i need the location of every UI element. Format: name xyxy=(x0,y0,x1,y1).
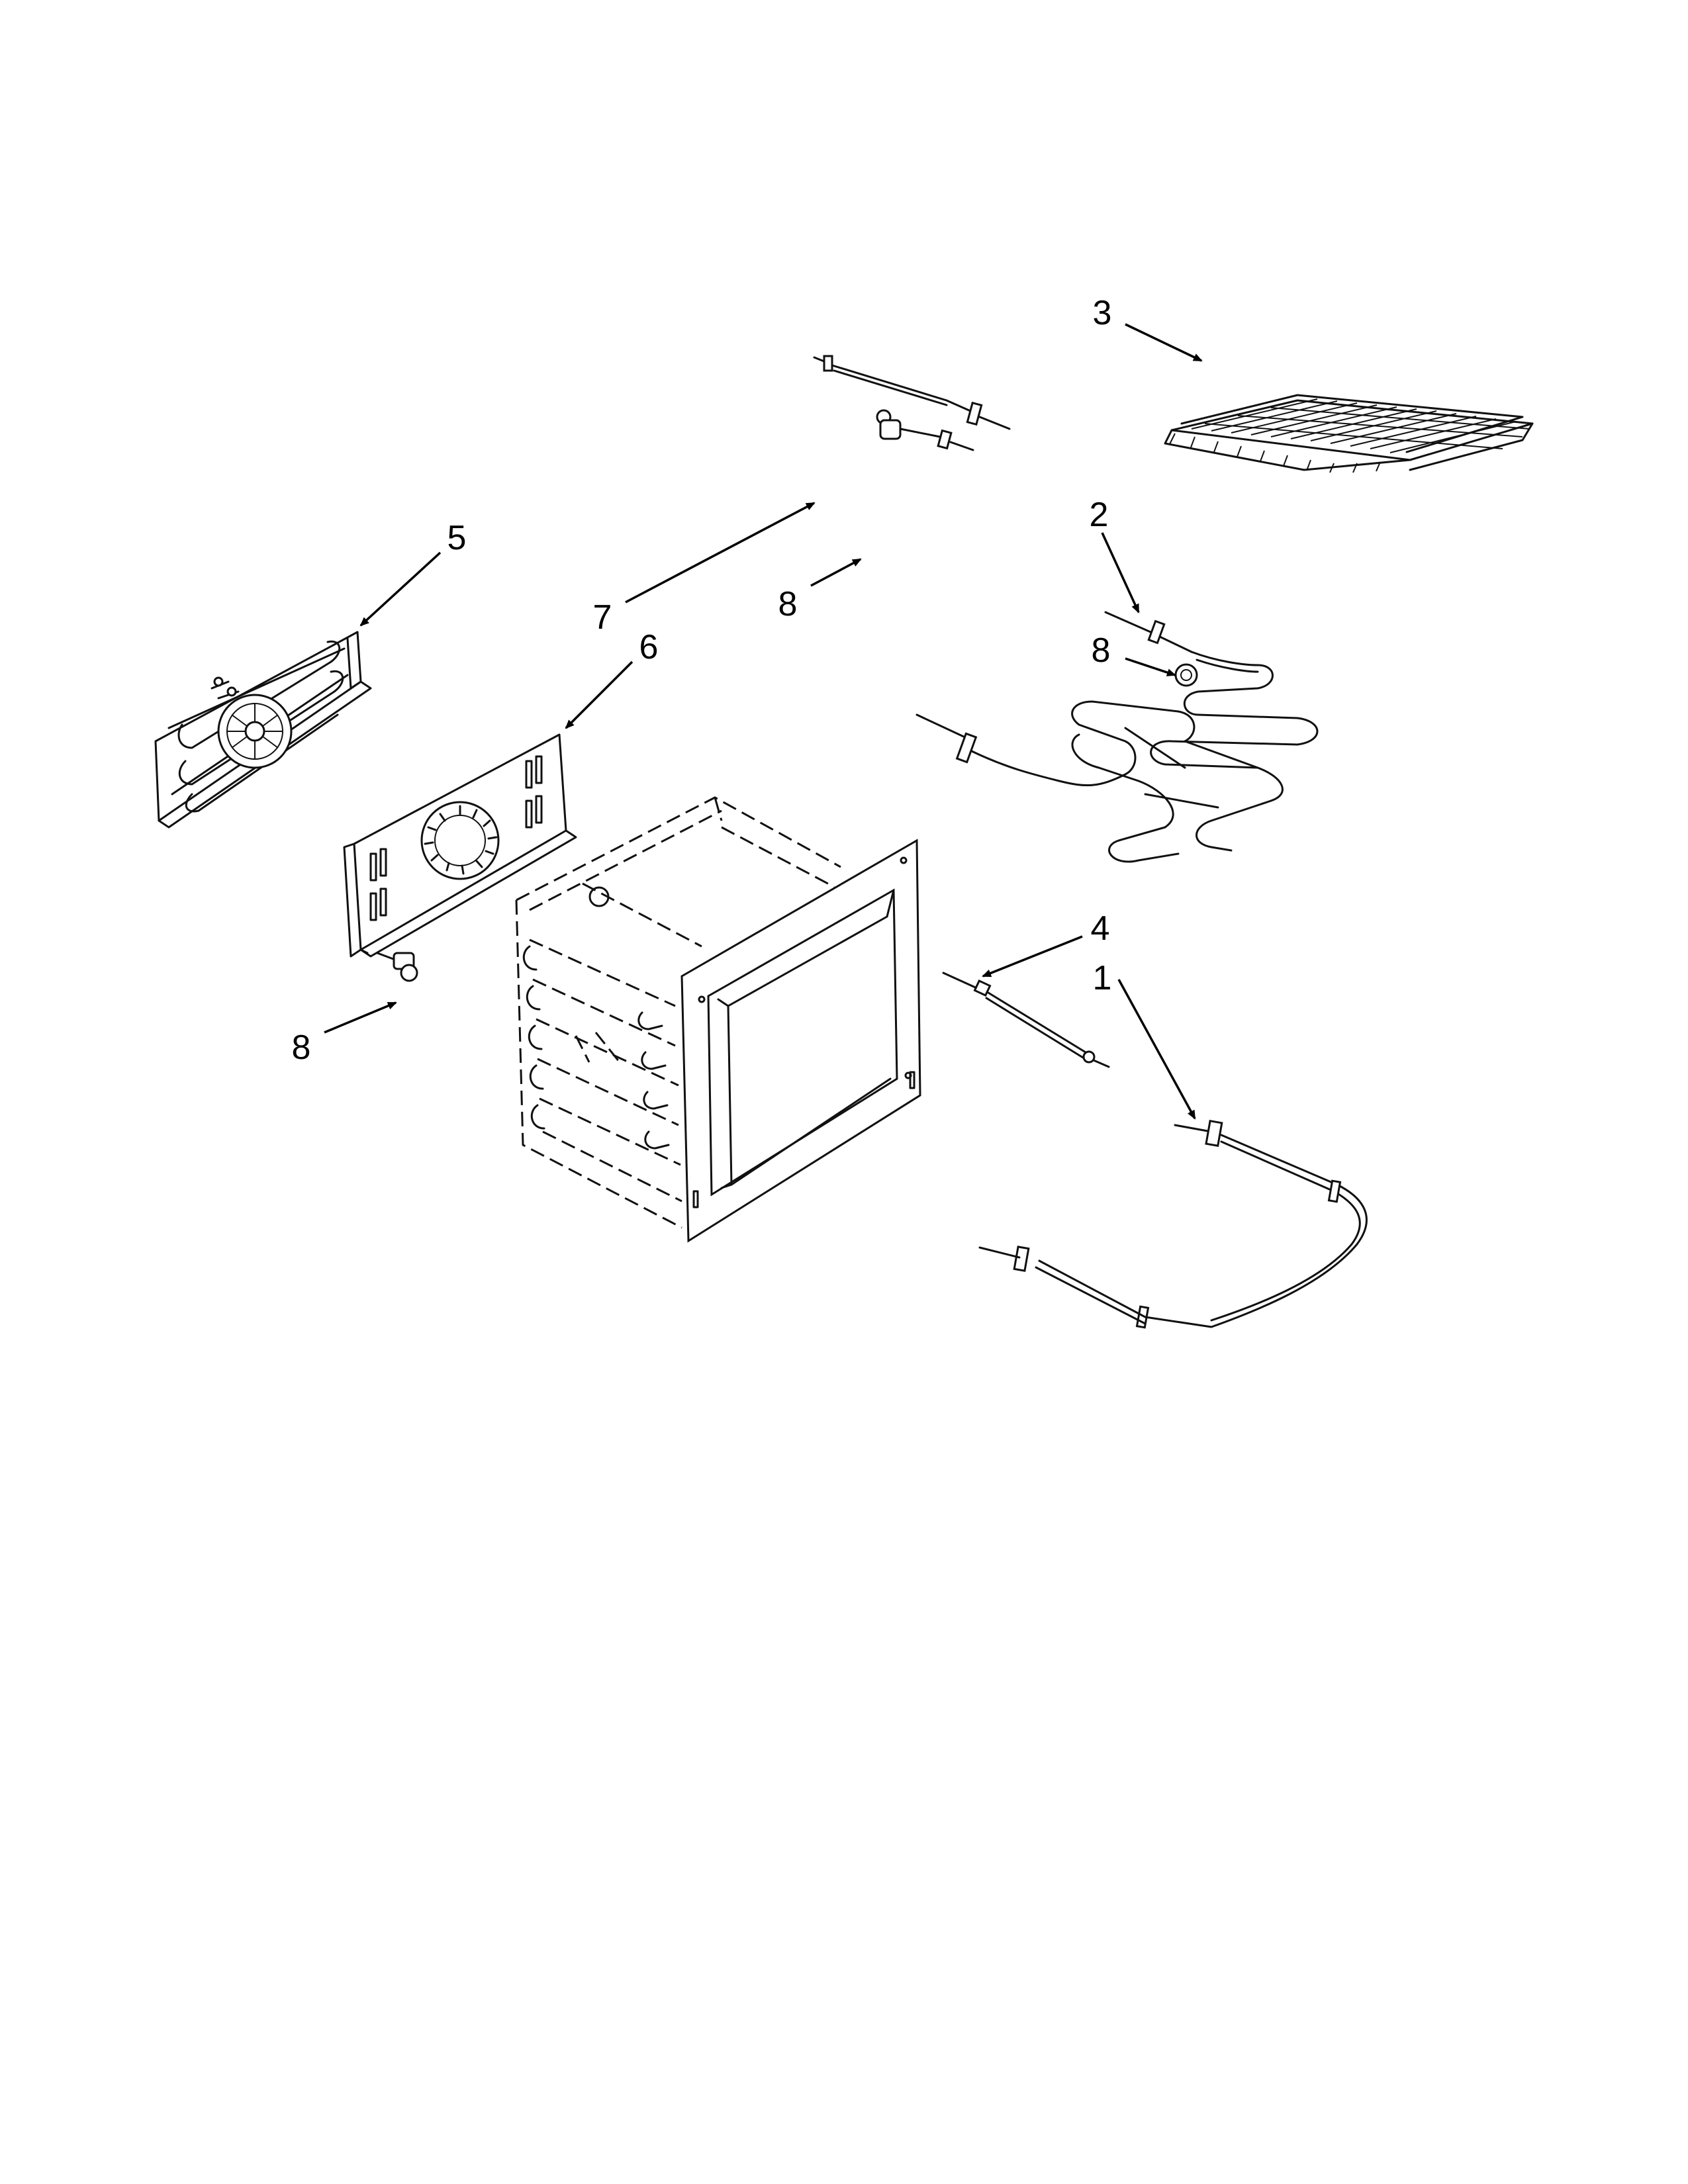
callout-6: 6 xyxy=(639,628,659,666)
callout-5: 5 xyxy=(447,519,467,557)
callout-4: 4 xyxy=(1091,909,1110,948)
oven-cavity-part xyxy=(515,796,921,1243)
convection-element-assembly-part xyxy=(154,631,372,829)
bake-element-part xyxy=(978,1119,1368,1329)
callout-8-cover: 8 xyxy=(292,1028,311,1067)
callout-3: 3 xyxy=(1093,294,1112,332)
callout-2: 2 xyxy=(1090,496,1109,534)
callout-1: 1 xyxy=(1093,959,1112,997)
temperature-sensor-part xyxy=(942,972,1110,1068)
callout-labels: 3 2 8 5 7 8 6 4 1 8 xyxy=(292,294,1112,1067)
leader-lines xyxy=(324,323,1203,1120)
convection-fan-cover-part xyxy=(343,733,577,982)
callout-8-broil: 8 xyxy=(1092,631,1111,670)
callout-7: 7 xyxy=(593,598,612,637)
callout-8-probe: 8 xyxy=(778,585,798,623)
oven-rack-part xyxy=(1164,394,1534,473)
sensor-probe-part xyxy=(813,355,1011,451)
serpentine-element-part xyxy=(915,700,1284,863)
broil-element-part xyxy=(1104,611,1319,769)
